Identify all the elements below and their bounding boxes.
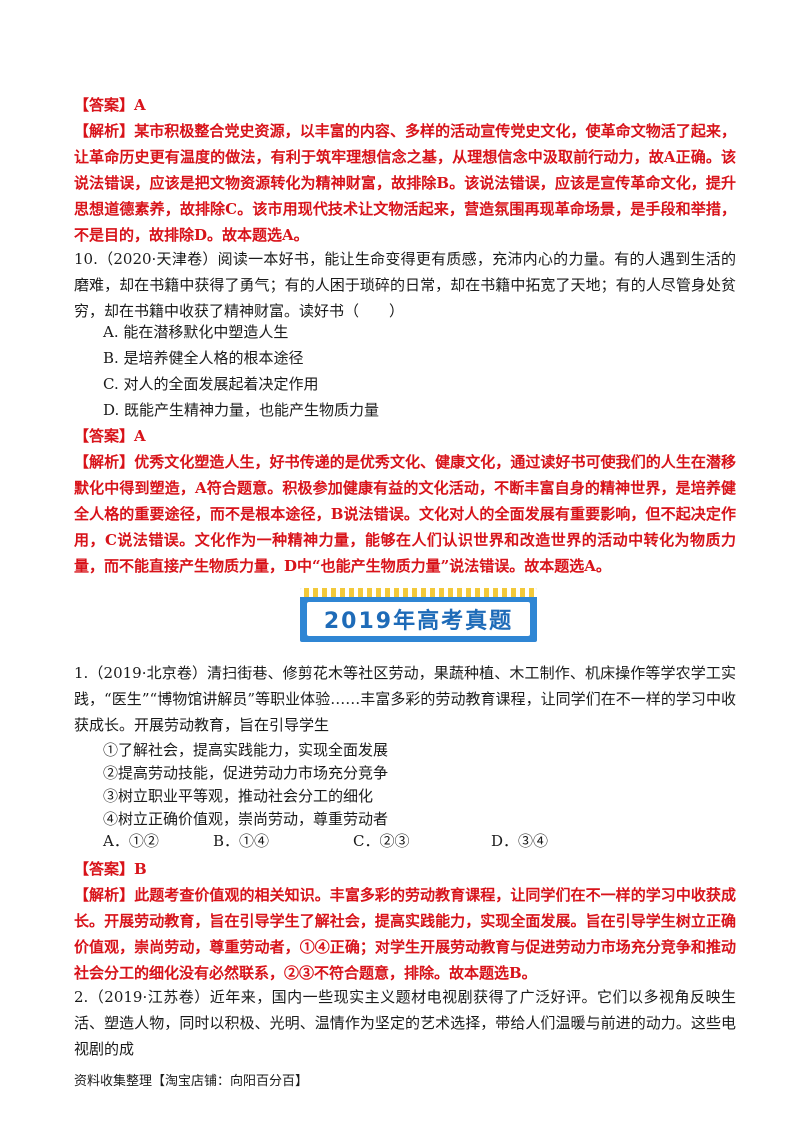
q1-stem: 1.（2019·北京卷）清扫街巷、修剪花木等社区劳动，果蔬种植、木工制作、机床操… (74, 664, 736, 734)
section-banner: 2019年高考真题 (300, 588, 537, 642)
q10-answer: 【答案】A (74, 423, 736, 449)
answer-label: 【答案】 (74, 427, 135, 445)
q10-option-a: A. 能在潜移默化中塑造人生 (103, 323, 289, 341)
analysis-text: 某市积极整合党史资源，以丰富的内容、多样的活动宣传党史文化，使革命文物活了起来，… (74, 122, 736, 244)
analysis-label: 【解析】 (74, 122, 135, 140)
q10-stem: 10.（2020·天津卷）阅读一本好书，能让生命变得更有质感，充沛内心的力量。有… (74, 250, 736, 320)
q1-item-2: ②提高劳动技能，促进劳动力市场充分竞争 (103, 764, 389, 782)
banner-title: 2019年高考真题 (323, 609, 514, 634)
analysis-text: 优秀文化塑造人生，好书传递的是优秀文化、健康文化，通过读好书可使我们的人生在潜移… (74, 453, 736, 575)
analysis-label: 【解析】 (74, 886, 135, 904)
q1-choice-a: A．①② (103, 832, 159, 850)
analysis-label: 【解析】 (74, 453, 135, 471)
q9-analysis: 【解析】某市积极整合党史资源，以丰富的内容、多样的活动宣传党史文化，使革命文物活… (74, 118, 736, 248)
q9-answer: 【答案】A (74, 92, 736, 118)
q1-item-4: ④树立正确价值观，崇尚劳动，尊重劳动者 (103, 810, 389, 828)
q10-option-b: B. 是培养健全人格的根本途径 (103, 349, 304, 367)
answer-label: 【答案】 (74, 860, 135, 878)
q1-item-3: ③树立职业平等观，推动社会分工的细化 (103, 787, 374, 805)
q1-answer: 【答案】B (74, 856, 736, 882)
q1-analysis: 【解析】此题考查价值观的相关知识。丰富多彩的劳动教育课程，让同学们在不一样的学习… (74, 882, 736, 986)
q1-item-1: ①了解社会，提高实践能力，实现全面发展 (103, 741, 389, 759)
answer-label: 【答案】 (74, 96, 135, 114)
q10-option-c: C. 对人的全面发展起着决定作用 (103, 375, 319, 393)
q1-choice-b: B．①④ (213, 832, 270, 850)
answer-value: A (134, 96, 146, 114)
answer-value: B (134, 860, 147, 878)
q1-choice-d: D．③④ (491, 832, 549, 850)
analysis-text: 此题考查价值观的相关知识。丰富多彩的劳动教育课程，让同学们在不一样的学习中收获成… (74, 886, 736, 982)
q10-analysis: 【解析】优秀文化塑造人生，好书传递的是优秀文化、健康文化，通过读好书可使我们的人… (74, 449, 736, 579)
q2-stem: 2.（2019·江苏卷）近年来，国内一些现实主义题材电视剧获得了广泛好评。它们以… (74, 988, 736, 1058)
answer-value: A (134, 427, 146, 445)
q1-choice-c: C．②③ (353, 832, 410, 850)
footer-note: 资料收集整理【淘宝店铺：向阳百分百】 (74, 1074, 309, 1089)
banner-inner: 2019年高考真题 (307, 602, 530, 636)
q10-option-d: D. 既能产生精神力量，也能产生物质力量 (103, 401, 380, 419)
banner-stripe (300, 588, 537, 597)
